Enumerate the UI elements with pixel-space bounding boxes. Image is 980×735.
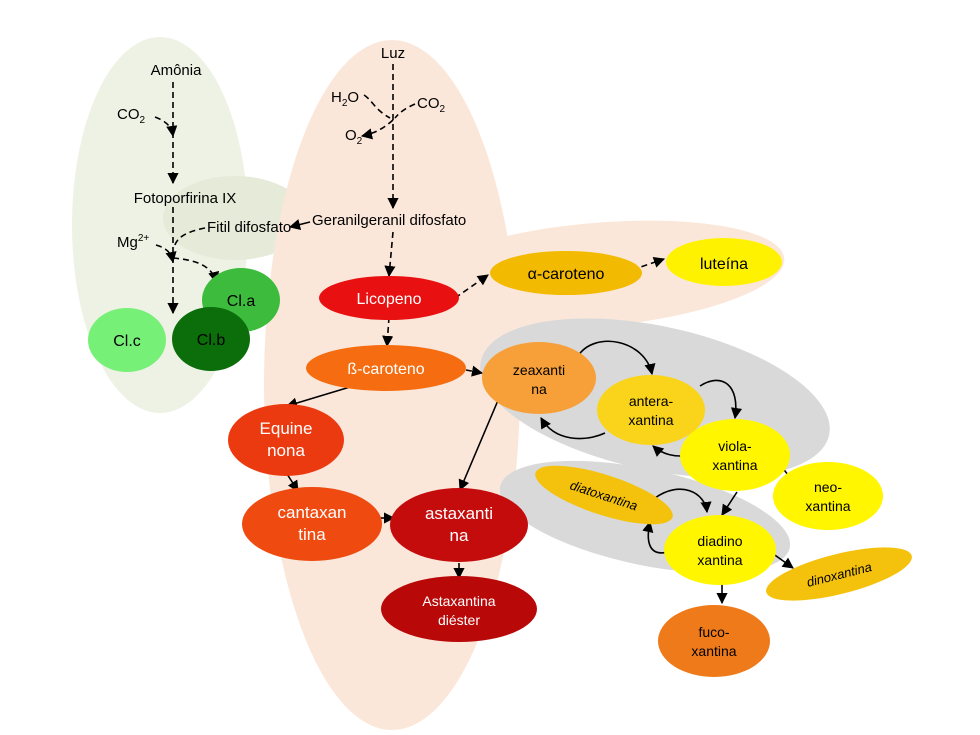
node-equinenona[interactable]: Equine nona — [228, 404, 344, 476]
svg-text:Equine: Equine — [260, 419, 313, 438]
svg-text:Cl.a: Cl.a — [227, 293, 256, 310]
svg-text:α-caroteno: α-caroteno — [528, 266, 605, 283]
svg-text:nona: nona — [267, 441, 305, 460]
label-o2: O2 — [345, 127, 363, 147]
label-mg: Mg2+ — [117, 233, 149, 251]
node-clc[interactable]: Cl.c — [88, 308, 166, 372]
node-licopeno[interactable]: Licopeno — [319, 276, 459, 320]
edge-co2-in — [154, 116, 178, 138]
node-alfa-caroteno[interactable]: α-caroteno — [490, 251, 642, 295]
node-diadinoxantina[interactable]: diadino xantina — [664, 515, 776, 585]
edge-antera-viola — [699, 379, 743, 420]
svg-text:Cl.b: Cl.b — [197, 332, 226, 349]
svg-text:xantina: xantina — [697, 552, 742, 568]
label-amonia: Amônia — [151, 62, 203, 79]
label-fotoporfirina: Fotoporfirina IX — [134, 190, 237, 207]
svg-text:zeaxanti: zeaxanti — [513, 362, 565, 378]
edge-fitil-merge — [173, 227, 206, 249]
edge-diatox-diadino — [654, 488, 712, 514]
edge-geranil-fitil — [288, 219, 311, 230]
label-luz: Luz — [381, 45, 405, 62]
node-astaxantina-diester[interactable]: Astaxantina diéster — [381, 576, 537, 642]
svg-text:na: na — [531, 381, 547, 397]
node-neoxantina[interactable]: neo- xantina — [773, 462, 883, 530]
svg-text:xantina: xantina — [712, 457, 757, 473]
edge-zea-antera — [577, 340, 656, 376]
svg-text:Cl.c: Cl.c — [113, 333, 141, 350]
svg-text:antera-: antera- — [629, 393, 674, 409]
svg-text:diadino: diadino — [697, 533, 742, 549]
label-geranil: Geranilgeranil difosfato — [312, 212, 466, 229]
svg-text:cantaxan: cantaxan — [278, 503, 347, 522]
svg-text:viola-: viola- — [718, 438, 752, 454]
node-beta-caroteno[interactable]: ß-caroteno — [306, 345, 466, 391]
svg-text:astaxanti: astaxanti — [425, 504, 493, 523]
svg-text:neo-: neo- — [814, 479, 842, 495]
svg-text:Licopeno: Licopeno — [357, 291, 422, 308]
node-diatoxantina[interactable]: diatoxantina — [529, 454, 678, 537]
edge-licopeno-alfa — [454, 274, 489, 299]
edge-zea-astax — [458, 397, 500, 492]
phytol-region — [163, 176, 307, 260]
svg-text:diéster: diéster — [438, 612, 480, 628]
edge-beta-zea — [465, 365, 484, 377]
edge-licopeno-beta — [382, 316, 394, 348]
edge-mg-in — [155, 244, 177, 264]
edge-co2-b-in — [394, 103, 416, 119]
edge-diadino-dinox — [771, 552, 794, 569]
svg-text:ß-caroteno: ß-caroteno — [347, 361, 424, 378]
node-fucoxantina[interactable]: fuco- xantina — [658, 605, 770, 677]
edge-viola-diadino — [721, 491, 738, 516]
node-dinoxantina[interactable]: dinoxantina — [761, 536, 916, 611]
edge-antera-zea — [540, 417, 606, 440]
edge-beta-equine — [285, 386, 351, 409]
svg-text:xantina: xantina — [628, 412, 673, 428]
label-fitil: Fitil difosfato — [207, 219, 291, 236]
node-anteraxantina[interactable]: antera- xantina — [597, 375, 705, 445]
node-luteina[interactable]: luteína — [666, 238, 782, 286]
node-astaxantina[interactable]: astaxanti na — [390, 488, 528, 562]
svg-text:xantina: xantina — [691, 643, 736, 659]
svg-text:luteína: luteína — [700, 256, 748, 273]
edge-o2-out — [360, 119, 394, 140]
label-h2o: H2O — [331, 89, 359, 109]
svg-text:na: na — [450, 526, 469, 545]
node-cantaxantina[interactable]: cantaxan tina — [242, 487, 382, 561]
node-zeaxantina[interactable]: zeaxanti na — [482, 342, 596, 414]
node-violaxantina[interactable]: viola- xantina — [680, 419, 790, 491]
edge-diadino-diatox — [642, 520, 669, 554]
node-clb[interactable]: Cl.b — [172, 307, 250, 371]
label-co2-right: CO2 — [417, 95, 446, 115]
svg-text:xantina: xantina — [805, 498, 850, 514]
edge-to-cla — [172, 257, 220, 284]
svg-text:tina: tina — [298, 525, 326, 544]
edge-geranil-licopeno — [384, 231, 396, 278]
svg-text:Astaxantina: Astaxantina — [422, 593, 495, 609]
edge-h2o-in — [363, 94, 391, 119]
svg-text:fuco-: fuco- — [698, 624, 729, 640]
label-co2-left: CO2 — [117, 106, 146, 126]
